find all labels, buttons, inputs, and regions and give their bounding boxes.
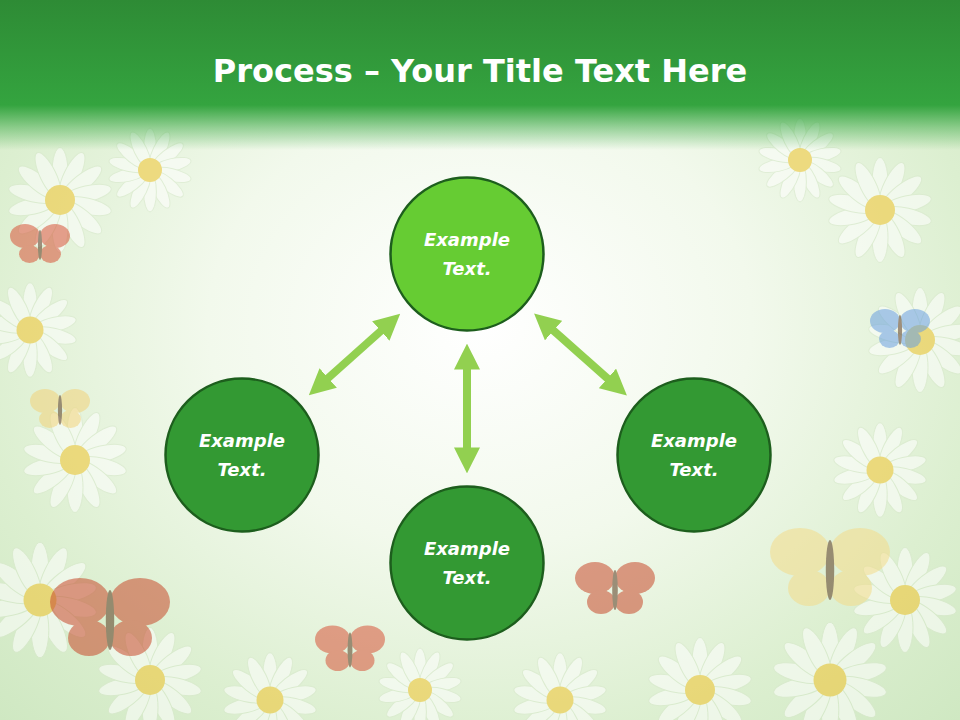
daisy-center <box>685 675 715 705</box>
daisy-center <box>45 185 75 215</box>
wing <box>60 410 81 428</box>
daisy <box>7 148 113 253</box>
wing <box>60 389 90 413</box>
wing <box>575 562 615 594</box>
butterfly <box>30 389 90 428</box>
body <box>58 395 62 425</box>
node-text: Example Text. <box>412 225 522 283</box>
butterfly <box>10 224 70 263</box>
wing <box>900 330 921 348</box>
daisy-center <box>890 585 920 615</box>
wing <box>326 650 351 671</box>
daisy <box>832 423 927 518</box>
wing <box>900 309 930 333</box>
wing <box>68 620 110 656</box>
wing <box>788 570 830 606</box>
slide-title: Process – Your Title Text Here <box>0 52 960 90</box>
wing <box>50 578 110 626</box>
node-text: Example Text. <box>639 426 749 484</box>
daisy-center <box>788 148 812 172</box>
daisy <box>0 283 78 378</box>
butterfly <box>870 309 930 348</box>
wing <box>350 626 385 654</box>
node-text: Example Text. <box>187 426 297 484</box>
daisy <box>647 638 753 720</box>
wing <box>19 245 40 263</box>
wing <box>110 578 170 626</box>
daisy-center <box>138 158 162 182</box>
wing <box>315 626 350 654</box>
circle-outline <box>616 377 772 533</box>
daisy-center <box>408 678 432 702</box>
daisy-center <box>814 664 847 697</box>
process-circle: Example Text. <box>389 176 545 332</box>
wing <box>30 389 60 413</box>
daisy-center <box>867 457 894 484</box>
daisy <box>512 653 607 720</box>
node-text: Example Text. <box>412 534 522 592</box>
daisy <box>378 648 463 720</box>
process-circle: Example Text. <box>389 485 545 641</box>
double-arrow <box>317 321 393 389</box>
wing <box>110 620 152 656</box>
daisy-center <box>257 687 284 714</box>
wing <box>870 309 900 333</box>
circle-outline <box>164 377 320 533</box>
daisy-center <box>547 687 574 714</box>
body <box>898 315 902 345</box>
wing <box>615 590 643 614</box>
wing <box>10 224 40 248</box>
daisy <box>772 622 889 720</box>
double-arrow <box>463 354 471 463</box>
daisy-center <box>60 445 90 475</box>
body <box>348 633 353 668</box>
body <box>106 590 114 650</box>
process-circle: Example Text. <box>616 377 772 533</box>
double-arrow <box>542 320 619 388</box>
circle-outline <box>389 176 545 332</box>
daisy <box>22 408 128 513</box>
circle-outline <box>389 485 545 641</box>
wing <box>350 650 375 671</box>
daisy <box>867 288 960 393</box>
wing <box>587 590 615 614</box>
daisy <box>222 653 317 720</box>
wing <box>615 562 655 594</box>
process-circle: Example Text. <box>164 377 320 533</box>
butterfly <box>770 528 890 606</box>
wing <box>770 528 830 576</box>
butterfly <box>315 626 385 672</box>
daisy-center <box>17 317 44 344</box>
butterfly <box>50 578 170 656</box>
daisy-center <box>135 665 165 695</box>
butterfly <box>575 562 655 614</box>
wing <box>40 224 70 248</box>
wing <box>879 330 900 348</box>
daisy-center <box>865 195 895 225</box>
body <box>38 230 42 260</box>
body <box>612 570 618 610</box>
wing <box>40 245 61 263</box>
wing <box>39 410 60 428</box>
wing <box>830 528 890 576</box>
body <box>826 540 834 600</box>
wing <box>830 570 872 606</box>
daisy <box>827 158 933 263</box>
